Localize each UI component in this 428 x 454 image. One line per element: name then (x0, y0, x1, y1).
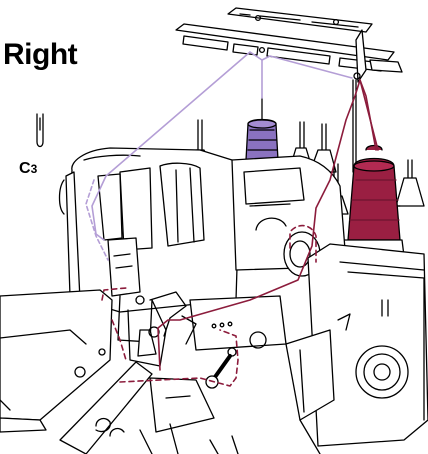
thread-guide-bar-icon (175, 7, 403, 175)
needle-number: 3 (30, 162, 38, 176)
right-thread-path (157, 79, 379, 371)
left-thread-highlight (85, 179, 109, 261)
needle-letter: C (19, 160, 31, 177)
left-thread-cone-icon (245, 97, 279, 161)
page-title: Right (3, 38, 78, 71)
needle-label: C3 (19, 160, 37, 178)
thread-guide-highlights (101, 224, 317, 387)
needle-icon (36, 113, 44, 148)
